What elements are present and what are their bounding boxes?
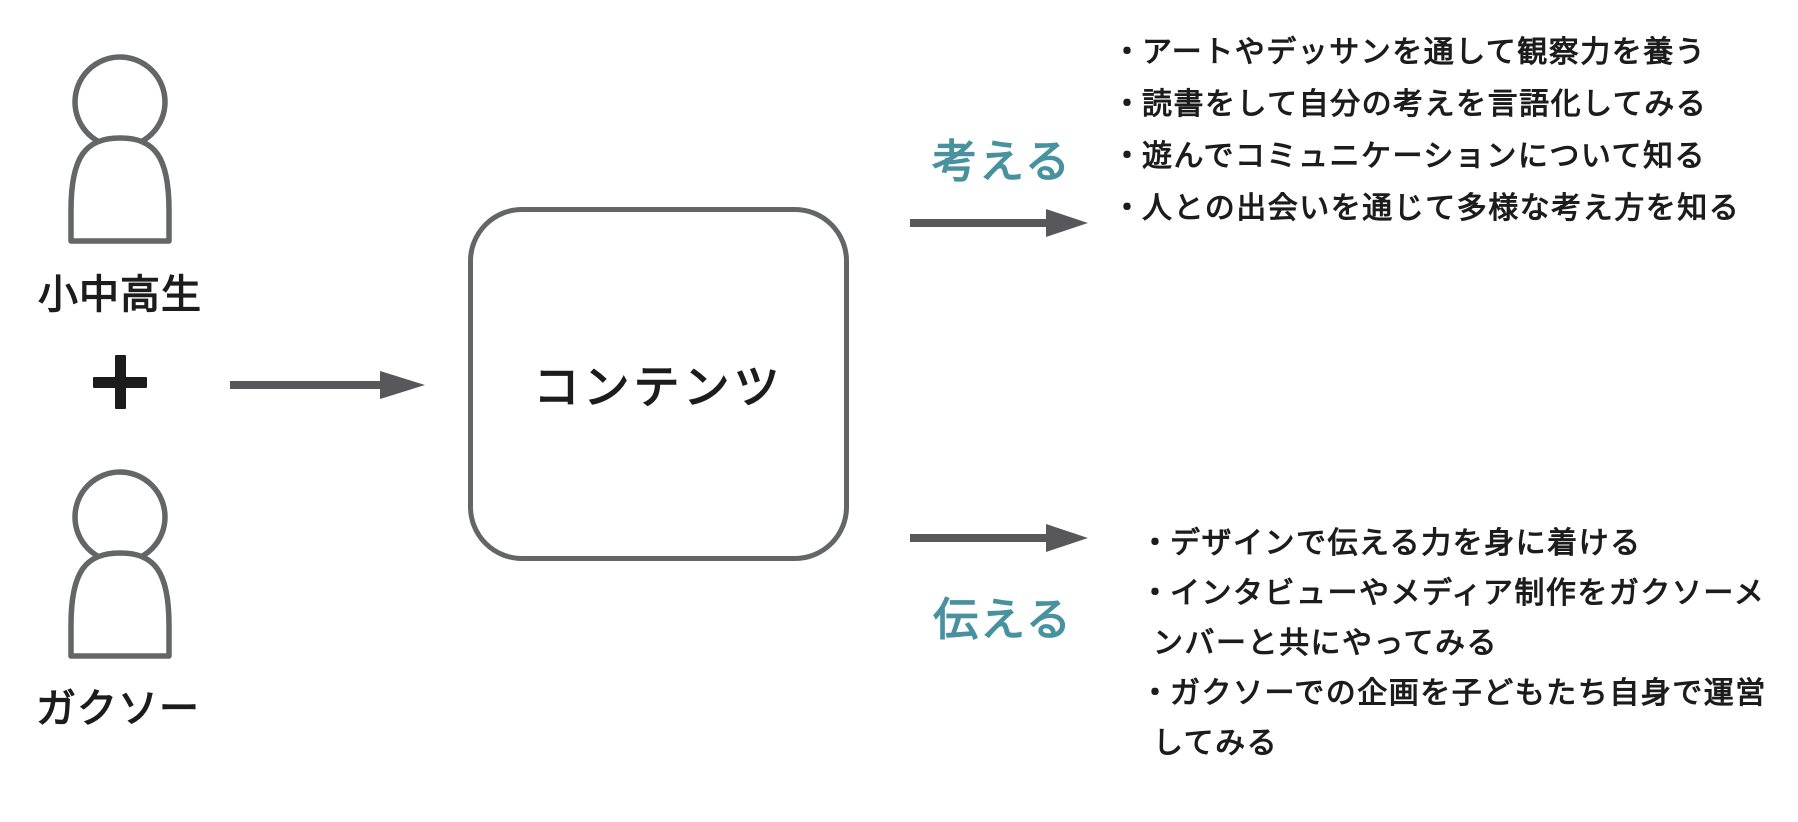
list-line: ・デザインで伝える力を身に着ける: [1140, 519, 1767, 569]
bullet-dot: ・: [1112, 88, 1142, 121]
gakuso-label: ガクソー: [36, 687, 200, 731]
bullet-dot: ・: [1140, 677, 1170, 710]
list-line: ・ガクソーでの企画を子どもたち自身で運営: [1140, 669, 1767, 719]
list-line-text: してみる: [1153, 727, 1279, 760]
plus-icon: [93, 355, 147, 409]
convey-arrow-icon: [910, 524, 1088, 552]
gakuso-person-icon: [68, 469, 172, 659]
input-arrow-icon: [230, 371, 425, 399]
convey-label: 伝える: [933, 594, 1073, 645]
list-line: ・インタビューやメディア制作をガクソーメ: [1140, 569, 1767, 619]
students-label: 小中高生: [38, 273, 202, 317]
list-line-text: アートやデッサンを通して観察力を養う: [1142, 36, 1707, 69]
bullet-dot: ・: [1112, 36, 1142, 69]
list-line-text: ンバーと共にやってみる: [1153, 627, 1498, 660]
think-arrow-icon: [910, 209, 1088, 237]
list-line-text: 読書をして自分の考えを言語化してみる: [1142, 88, 1708, 121]
convey-outcomes-list: ・デザインで伝える力を身に着ける・インタビューやメディア制作をガクソーメンバーと…: [1140, 519, 1767, 769]
think-outcomes-list: ・アートやデッサンを通して観察力を養う・読書をして自分の考えを言語化してみる・遊…: [1112, 27, 1740, 235]
list-line-text: インタビューやメディア制作をガクソーメ: [1170, 577, 1766, 610]
list-line-text: 人との出会いを通じて多様な考え方を知る: [1142, 192, 1741, 225]
list-line-text: 遊んでコミュニケーションについて知る: [1142, 140, 1706, 173]
list-line: してみる: [1140, 719, 1767, 769]
bullet-dot: ・: [1112, 192, 1142, 225]
list-line: ・読書をして自分の考えを言語化してみる: [1112, 79, 1740, 131]
list-line-text: デザインで伝える力を身に着ける: [1170, 527, 1642, 560]
bullet-dot: ・: [1140, 577, 1170, 610]
list-line: ンバーと共にやってみる: [1140, 619, 1767, 669]
bullet-dot: ・: [1112, 140, 1142, 173]
students-person-icon: [68, 54, 172, 244]
think-label: 考える: [932, 136, 1072, 187]
list-line: ・アートやデッサンを通して観察力を養う: [1112, 27, 1740, 79]
list-line-text: ガクソーでの企画を子どもたち自身で運営: [1170, 677, 1767, 710]
bullet-dot: ・: [1140, 527, 1170, 560]
content-box-label: コンテンツ: [533, 361, 784, 413]
list-line: ・人との出会いを通じて多様な考え方を知る: [1112, 183, 1740, 235]
list-line: ・遊んでコミュニケーションについて知る: [1112, 131, 1740, 183]
content-box: コンテンツ: [468, 207, 849, 561]
